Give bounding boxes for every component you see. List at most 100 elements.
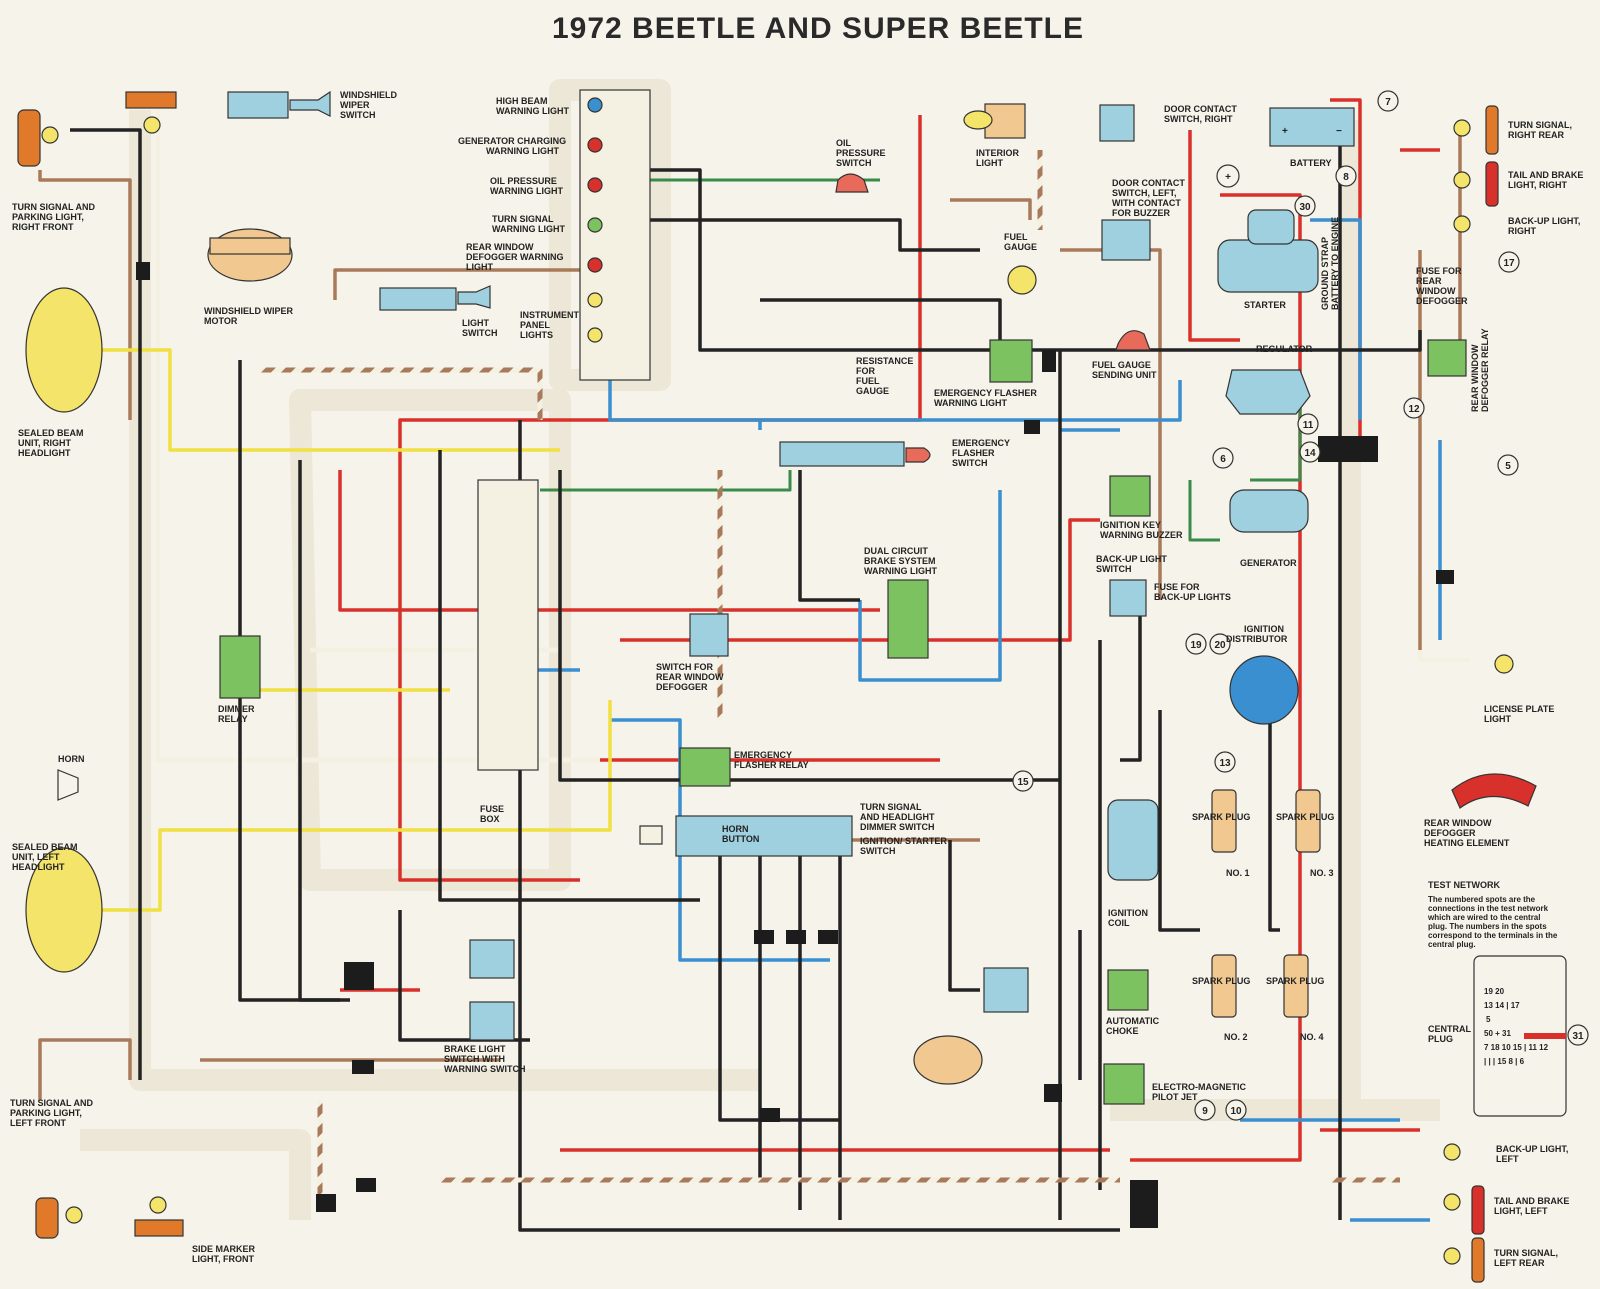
test-network-heading: TEST NETWORK	[1428, 880, 1500, 890]
left-tail-housing	[1471, 1185, 1485, 1235]
generator-body	[1229, 489, 1309, 533]
test-point: 6	[1212, 447, 1234, 469]
test-network-note: TEST NETWORK The numbered spots are the …	[1427, 880, 1558, 1066]
interior-light-bulb	[963, 110, 993, 130]
label-starter: STARTER	[1244, 300, 1286, 310]
wiper-switch-knob	[289, 90, 331, 117]
bulb-icon	[1453, 171, 1471, 189]
wire-harness	[38, 79, 1470, 1232]
svg-text:30: 30	[1299, 202, 1311, 213]
test-point: 8	[1335, 165, 1357, 187]
panel-lamp-1	[587, 292, 603, 308]
defogger-relay-body	[1427, 339, 1467, 377]
svg-text:8: 8	[1343, 172, 1349, 183]
bulb-icon	[41, 126, 59, 144]
dimmer-relay-body	[219, 635, 261, 699]
svg-text:12: 12	[1408, 404, 1420, 415]
battery-body	[1269, 107, 1355, 147]
brake-switch-lower	[469, 1001, 515, 1041]
oil-lamp	[587, 177, 603, 193]
light-switch-knob	[457, 285, 491, 309]
bulb-icon	[1443, 1193, 1461, 1211]
label-horn: HORN	[58, 754, 85, 764]
starter-solenoid	[1247, 209, 1295, 245]
door-contact-right-body	[1099, 104, 1135, 142]
buzzer-body	[1109, 475, 1151, 517]
label-rear-defogger-relay: REAR WINDOWDEFOGGER RELAY	[1470, 328, 1490, 412]
label-regulator: REGULATOR	[1256, 344, 1313, 354]
starter-positive: +	[1225, 172, 1231, 183]
svg-text:19: 19	[1190, 640, 1202, 651]
svg-text:5: 5	[1505, 461, 1511, 472]
svg-text:20: 20	[1214, 640, 1226, 651]
bulb-icon	[1443, 1143, 1461, 1161]
fuel-gauge-dial	[1007, 265, 1037, 295]
turn-signal-right-front-housing	[17, 109, 41, 167]
backup-switch-body	[1109, 579, 1147, 617]
bulb-icon	[1443, 1247, 1461, 1265]
label-battery: BATTERY	[1290, 158, 1332, 168]
test-point: 9	[1194, 1099, 1216, 1121]
spark-plug-3-body	[1295, 789, 1321, 853]
component-shapes	[17, 89, 1567, 1283]
defogger-lamp	[587, 257, 603, 273]
choke-body	[1107, 969, 1149, 1011]
horn-button-cap	[639, 825, 663, 845]
bulb-icon	[65, 1206, 83, 1224]
flasher-warning-lamp	[905, 447, 931, 463]
battery-negative: −	[1336, 126, 1342, 137]
door-contact-left-body	[1101, 219, 1151, 261]
test-point: 12	[1403, 397, 1425, 419]
left-rear-turn-housing	[1471, 1237, 1485, 1283]
heating-element	[1451, 773, 1537, 809]
panel-lamp-2	[587, 327, 603, 343]
diagram-title: 1972 BEETLE AND SUPER BEETLE	[552, 12, 1084, 45]
bulb-icon	[143, 116, 161, 134]
label-generator: GENERATOR	[1240, 558, 1297, 568]
brake-switch-upper	[469, 939, 515, 979]
svg-text:7: 7	[1385, 97, 1391, 108]
test-point: 20	[1209, 633, 1231, 655]
side-marker-housing	[134, 1219, 184, 1237]
test-point: 14	[1299, 441, 1321, 463]
resistance-body	[989, 339, 1033, 383]
distributor-cap	[1229, 655, 1299, 725]
starter-positive-terminal	[1216, 164, 1240, 188]
wiper-motor-body	[207, 228, 293, 282]
ignition-switch-body	[983, 967, 1029, 1013]
defogger-switch-body	[689, 613, 729, 657]
svg-text:11: 11	[1303, 420, 1314, 431]
svg-text:13: 13	[1219, 758, 1231, 769]
